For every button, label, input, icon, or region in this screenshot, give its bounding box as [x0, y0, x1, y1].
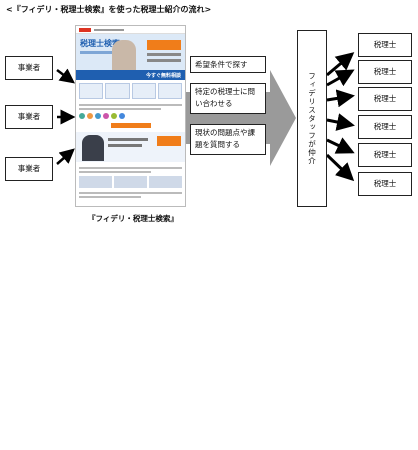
tax-accountant-label: 税理士: [373, 121, 397, 131]
intermediary-label: フィデリスタッフが仲介: [307, 71, 317, 166]
tax-accountant-label: 税理士: [373, 149, 397, 159]
site-hero: 税理士検索: [76, 34, 185, 70]
tax-accountant-box-4: 税理士: [358, 115, 412, 139]
intermediary-box: フィデリスタッフが仲介: [297, 30, 327, 207]
business-box-3: 事業者: [5, 157, 53, 181]
step-question: 現状の問題点や課題を質問する: [190, 124, 266, 155]
arrow-accountant-5: [326, 137, 355, 154]
arrow-accountant-3: [326, 89, 355, 108]
screenshot-caption: 『フィデリ・税理士検索』: [88, 214, 178, 223]
arrow-accountant-2: [326, 69, 355, 87]
tax-accountant-box-5: 税理士: [358, 143, 412, 167]
page-title: <『フィデリ・税理士検索』を使った税理士紹介の流れ>: [6, 5, 212, 14]
tax-accountant-box-6: 税理士: [358, 172, 412, 196]
person-photo: [112, 40, 136, 70]
business-label: 事業者: [17, 62, 41, 72]
site-logo: [79, 27, 91, 32]
site-banner: 今すぐ無料相談: [145, 72, 181, 79]
arrow-accountant-6: [325, 153, 355, 182]
arrow-business-1: [56, 68, 75, 84]
site-heading: 税理士検索: [80, 39, 120, 48]
business-box-2: 事業者: [5, 105, 53, 129]
step-label: 特定の税理士に問い合わせる: [195, 87, 255, 108]
business-label: 事業者: [17, 111, 41, 121]
step-label: 現状の問題点や課題を質問する: [195, 128, 255, 149]
tax-accountant-label: 税理士: [373, 66, 397, 76]
arrow-business-3: [56, 148, 75, 165]
arrow-accountant-1: [326, 52, 355, 77]
website-screenshot: 税理士検索 今すぐ無料相談: [75, 25, 186, 207]
tax-accountant-label: 税理士: [373, 39, 397, 49]
tax-accountant-box-3: 税理士: [358, 87, 412, 111]
step-search: 希望条件で探す: [190, 56, 266, 73]
business-label: 事業者: [17, 163, 41, 173]
business-box-1: 事業者: [5, 56, 53, 80]
tax-accountant-label: 税理士: [373, 178, 397, 188]
arrow-accountant-4: [326, 113, 355, 131]
advisor-photo: [82, 135, 104, 161]
tax-accountant-box-2: 税理士: [358, 60, 412, 84]
tax-accountant-box-1: 税理士: [358, 33, 412, 57]
tax-accountant-label: 税理士: [373, 93, 397, 103]
step-label: 希望条件で探す: [195, 60, 248, 69]
step-inquire: 特定の税理士に問い合わせる: [190, 83, 266, 114]
